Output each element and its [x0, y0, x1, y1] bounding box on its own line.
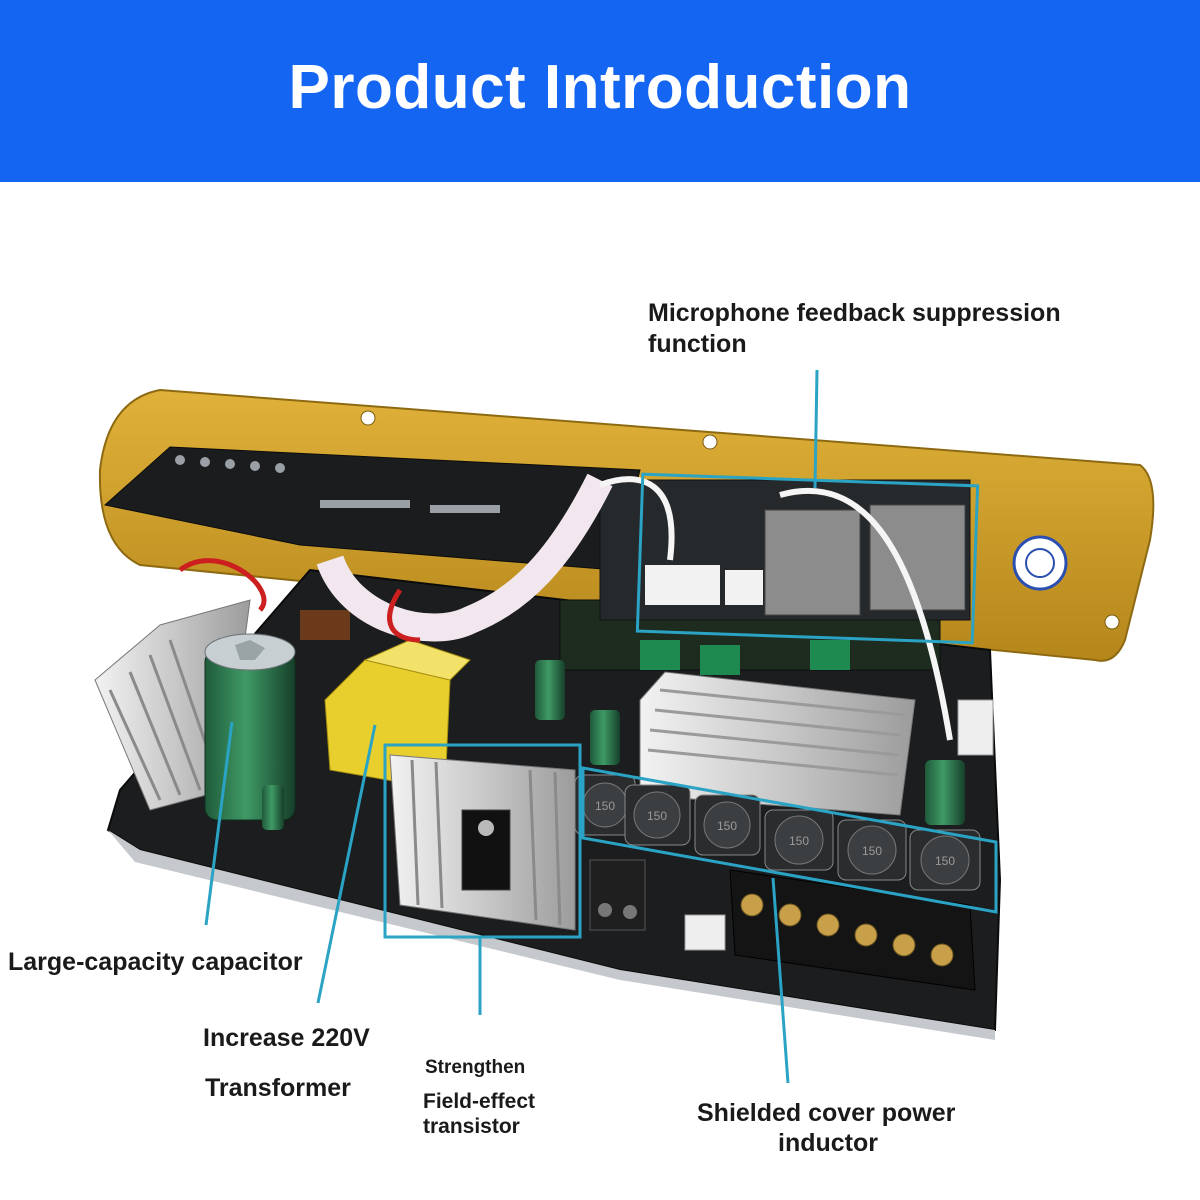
small-capacitor: [590, 710, 620, 765]
inductor: [837, 819, 907, 881]
center-heatsink: [639, 671, 916, 816]
inductor-mark: 150: [862, 844, 882, 858]
inductor-mark: 150: [935, 854, 955, 868]
label-shielded-cover: Shielded cover power: [697, 1099, 956, 1127]
amplifier-board-photo: 150 150 150 150 150 150: [94, 369, 1155, 1084]
label-microphone-feedback: Microphone feedback suppression function: [648, 298, 1061, 361]
label-capacitor: Large-capacity capacitor: [8, 948, 303, 976]
inductor-mark: 150: [647, 809, 667, 823]
white-connector: [684, 914, 726, 951]
leader-line: [204, 721, 234, 926]
leader-line: [316, 724, 377, 1004]
leader-line: [771, 877, 790, 1084]
label-strengthen: Strengthen: [425, 1057, 526, 1078]
speaker-terminal-block: [729, 869, 976, 991]
inductor: [624, 784, 691, 846]
small-capacitor: [925, 760, 965, 825]
ribbon-cable: [316, 473, 613, 642]
large-capacitor: [204, 633, 296, 821]
label-field-effect: Field-effect: [423, 1090, 536, 1113]
inductor-mark: 150: [717, 819, 737, 833]
power-inductors: [574, 774, 981, 891]
callout-box-inductor: [581, 766, 998, 914]
fet-heatsink: [389, 754, 576, 931]
inductor-mark: 150: [789, 834, 809, 848]
label-transistor: transistor: [423, 1115, 520, 1138]
small-capacitor: [535, 660, 565, 720]
white-connector: [957, 699, 994, 756]
power-terminal: [589, 859, 646, 931]
page-title: Product Introduction: [288, 52, 912, 122]
callout-box-fet: [383, 743, 582, 939]
label-increase-220v: Increase 220V: [203, 1024, 370, 1052]
mount-hole: [360, 410, 376, 426]
mount-hole: [1104, 614, 1120, 630]
label-line: function: [648, 330, 747, 359]
inductor: [764, 809, 834, 871]
title-banner: Product Introduction: [0, 0, 1200, 182]
callout-box-microphone: [635, 472, 980, 645]
mount-hole: [702, 434, 718, 450]
qc-sticker: [1012, 535, 1068, 591]
pcb-edge: [108, 830, 995, 1040]
label-inductor: inductor: [778, 1129, 878, 1157]
label-line: Microphone feedback suppression: [648, 299, 1061, 327]
inductor-mark: 150: [595, 799, 615, 813]
inductor: [909, 829, 981, 891]
label-transformer: Transformer: [205, 1074, 351, 1102]
leader-line: [813, 369, 819, 489]
feedback-suppression-module: [599, 479, 971, 621]
